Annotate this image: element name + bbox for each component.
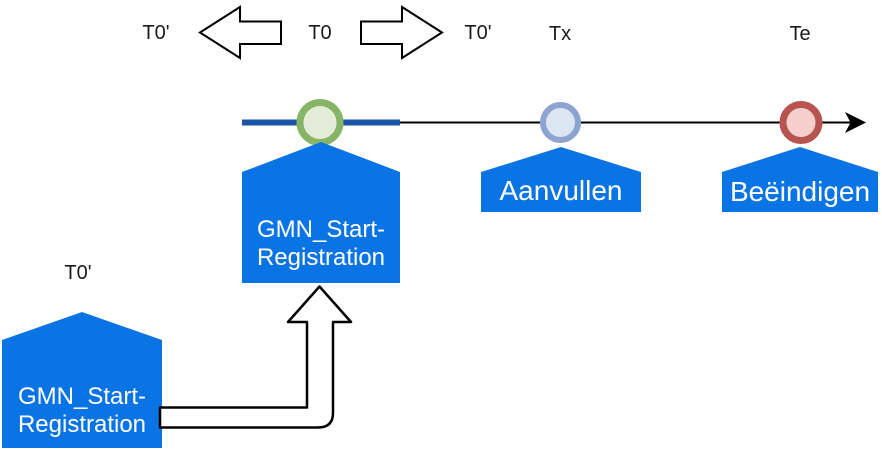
block-arrow-left-icon (198, 5, 282, 60)
te-milestone-circle (779, 101, 823, 144)
label-t0: T0 (308, 22, 332, 44)
label-t0-prime-bottom: T0' (64, 262, 92, 284)
node-start-registration-origin-label: GMN_Start- Registration (2, 383, 162, 439)
label-t0-prime-left: T0' (142, 22, 170, 44)
node-start-registration-origin (2, 312, 162, 448)
node-start-registration-main (242, 142, 400, 283)
label-t0-prime-right: T0' (464, 22, 492, 44)
tx-milestone-circle (540, 102, 581, 143)
timeline-arrowhead-icon (845, 112, 866, 133)
node-start-registration-origin-line1: GMN_Start- (17, 383, 146, 410)
block-arrow-right-icon (360, 5, 444, 60)
label-tx: Tx (548, 23, 572, 45)
node-start-registration-main-label: GMN_Start- Registration (242, 216, 400, 272)
start-milestone-circle (296, 99, 344, 146)
node-aanvullen-label: Aanvullen (499, 175, 623, 206)
elbow-up-arrow-icon (158, 285, 353, 429)
node-beeindigen-label: Beëindigen (729, 176, 871, 207)
label-te: Te (789, 23, 811, 45)
node-start-registration-main-line1: GMN_Start- (256, 216, 385, 243)
node-start-registration-origin-line2: Registration (17, 410, 147, 438)
node-start-registration-main-line2: Registration (256, 243, 386, 271)
node-beeindigen (722, 147, 878, 212)
node-aanvullen (481, 147, 641, 212)
